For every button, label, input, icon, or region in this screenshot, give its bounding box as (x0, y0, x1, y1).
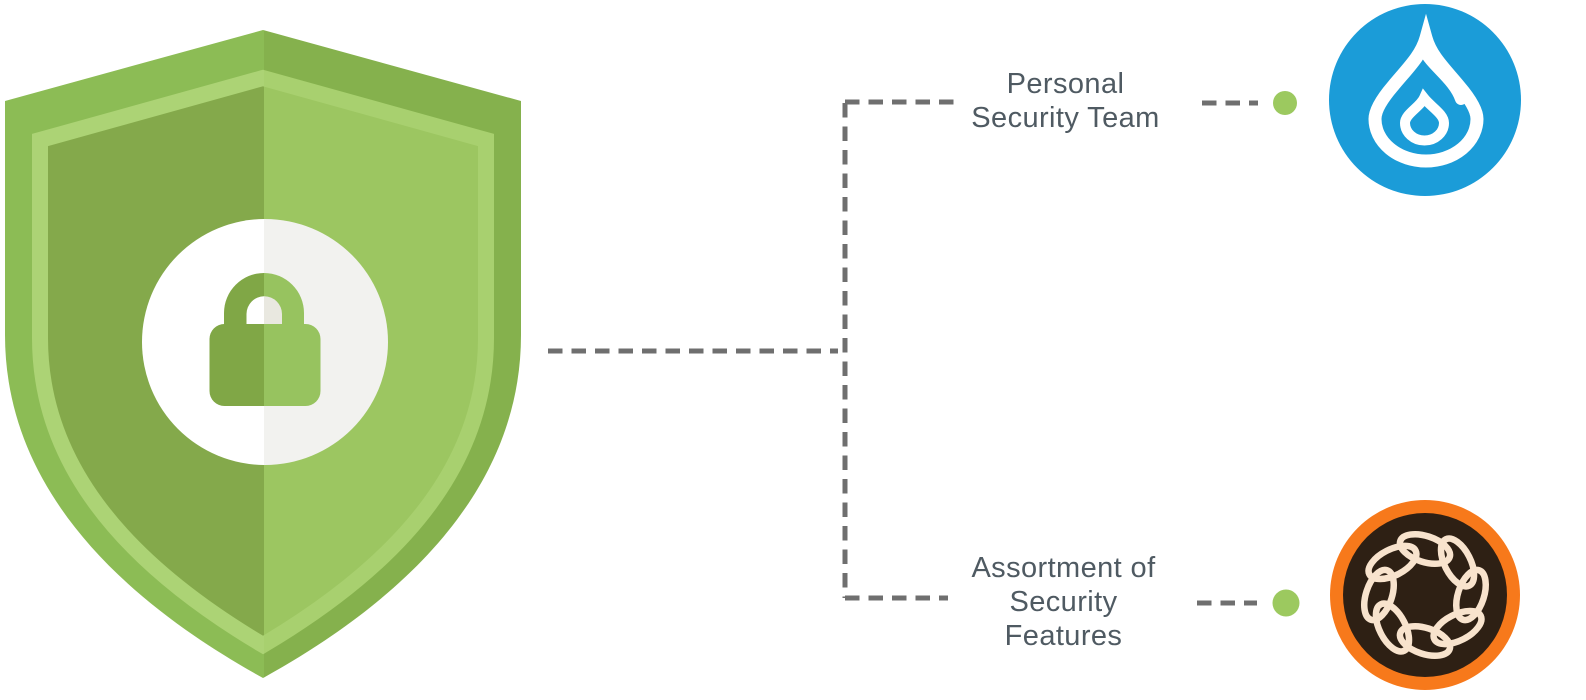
shield-lock-icon (5, 30, 521, 678)
shield-right-half (264, 30, 521, 678)
padlock-shackle-cutout (246, 296, 264, 328)
label-personal-security-team: Personal Security Team (903, 67, 1228, 135)
label-assortment-of-security-features: Assortment of Security Features (901, 551, 1226, 653)
label-line: Assortment of (971, 552, 1156, 584)
padlock-shackle-cutout (264, 296, 282, 328)
label-line: Personal (1006, 68, 1125, 100)
adobe-wreath-loops (1361, 531, 1489, 659)
shield-left-half (5, 30, 264, 678)
drupal-logo-icon (1329, 4, 1521, 196)
label-line: Security Team (971, 102, 1160, 134)
drupal-drop-diagonal (1418, 44, 1467, 105)
padlock-body (264, 324, 321, 406)
bottom-connector-dot (1272, 589, 1300, 617)
padlock-body (209, 324, 264, 406)
label-line: Features (1004, 620, 1123, 652)
label-line: Security (1009, 586, 1118, 618)
adobe-experience-cloud-logo-icon (1330, 500, 1520, 690)
drupal-inner-drop (1399, 88, 1450, 146)
top-connector-dot (1273, 91, 1297, 115)
